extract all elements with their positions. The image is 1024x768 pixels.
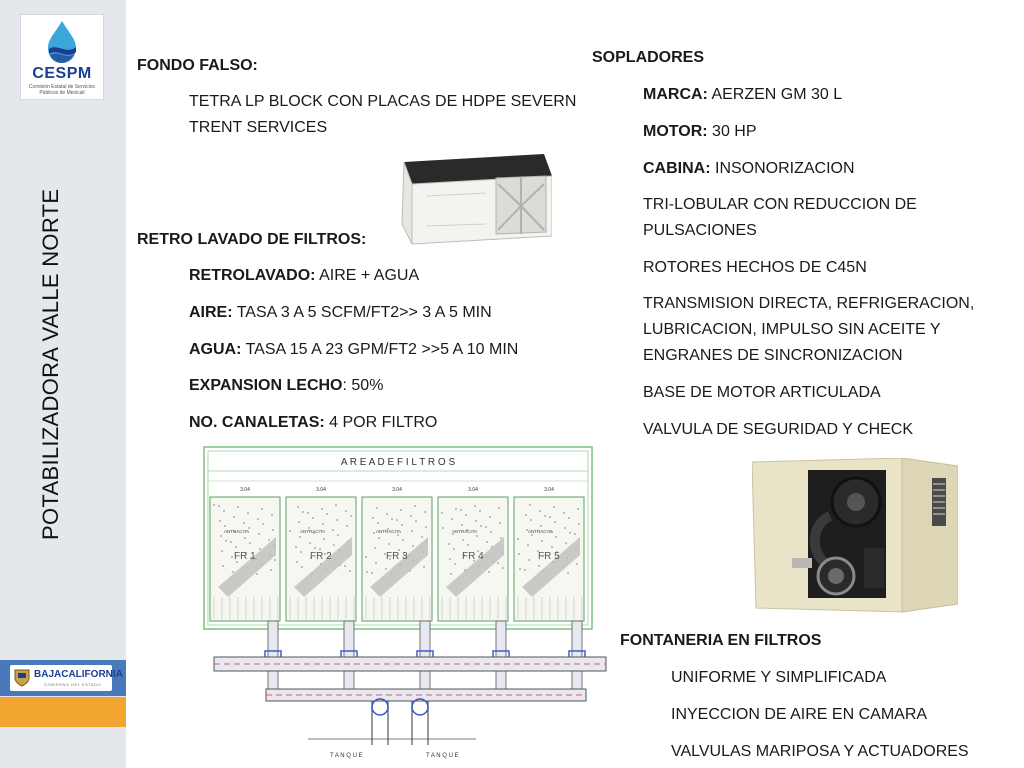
fondo-falso-line-2: TRENT SERVICES — [189, 119, 328, 136]
water-drop-icon — [48, 21, 76, 63]
drawing-title: A R E A D E F I L T R O S — [341, 457, 456, 468]
fontaneria-item-2: INYECCION DE AIRE EN CAMARA — [671, 706, 928, 723]
cabina-value: INSONORIZACION — [710, 160, 855, 177]
dimension-label: 3.04 — [468, 487, 478, 493]
shield-icon — [14, 669, 30, 687]
trilobular-line-2: PULSACIONES — [643, 222, 757, 239]
motor-label: MOTOR: — [643, 123, 708, 140]
agua-label: AGUA: — [189, 341, 242, 358]
canaletas-line: NO. CANALETAS: 4 POR FILTRO — [189, 410, 437, 436]
filter-label: FR 2 — [310, 551, 332, 562]
fondo-falso-heading: FONDO FALSO: — [137, 57, 258, 74]
cespm-logo: CESPM Comisión Estatal de Servicios Públ… — [20, 14, 104, 100]
baja-california-logo: BAJACALIFORNIA GOBIERNO DEL ESTADO — [10, 665, 123, 691]
agua-line: AGUA: TASA 15 A 23 GPM/FT2 >>5 A 10 MIN — [189, 337, 518, 363]
aire-label: AIRE: — [189, 304, 233, 321]
expansion-value: : 50% — [342, 377, 384, 394]
page-title: POTABILIZADORA VALLE NORTE — [38, 188, 63, 540]
blower-cabinet-image — [752, 458, 958, 613]
retrolavado-line: RETROLAVADO: AIRE + AGUA — [189, 263, 419, 289]
media-label: ANTRACITA — [528, 529, 553, 534]
transmision-line-1: TRANSMISION DIRECTA, REFRIGERACION, — [643, 295, 975, 312]
transmision-line-3: ENGRANES DE SINCRONIZACION — [643, 347, 903, 364]
canaletas-label: NO. CANALETAS: — [189, 414, 325, 431]
underdrain-block-image — [401, 154, 552, 245]
transmision-line-2: LUBRICACION, IMPULSO SIN ACEITE Y — [643, 321, 941, 338]
filter-label: FR 4 — [462, 551, 484, 562]
retrolavado-value: AIRE + AGUA — [315, 267, 420, 284]
sopladores-heading: SOPLADORES — [592, 49, 705, 66]
filter-label: FR 5 — [538, 551, 560, 562]
orange-accent-bar — [0, 697, 126, 727]
dimension-label: 3.04 — [240, 487, 250, 493]
cabina-line: CABINA: INSONORIZACION — [643, 156, 855, 182]
retrolavado-label: RETROLAVADO: — [189, 267, 316, 284]
filter-label: FR 3 — [386, 551, 408, 562]
logo-subtitle: Comisión Estatal de Servicios Públicos d… — [28, 84, 96, 96]
canaletas-value: 4 POR FILTRO — [324, 414, 438, 431]
dimension-label: 3.04 — [316, 487, 326, 493]
media-label: ANTRACITA — [376, 529, 401, 534]
fontaneria-item-1: UNIFORME Y SIMPLIFICADA — [671, 669, 887, 686]
expansion-line: EXPANSION LECHO: 50% — [189, 373, 383, 399]
sidebar: CESPM Comisión Estatal de Servicios Públ… — [0, 0, 126, 768]
marca-line: MARCA: AERZEN GM 30 L — [643, 82, 842, 108]
retro-lavado-heading: RETRO LAVADO DE FILTROS: — [137, 231, 367, 248]
base-line: BASE DE MOTOR ARTICULADA — [643, 384, 881, 401]
logo-name: CESPM — [32, 65, 92, 82]
fondo-falso-line-1: TETRA LP BLOCK CON PLACAS DE HDPE SEVERN — [189, 93, 577, 110]
agua-value: TASA 15 A 23 GPM/FT2 >>5 A 10 MIN — [241, 341, 519, 358]
footer-logo-bar: BAJACALIFORNIA GOBIERNO DEL ESTADO — [0, 660, 126, 696]
filter-label: FR 1 — [234, 551, 256, 562]
valvula-line: VALVULA DE SEGURIDAD Y CHECK — [643, 421, 914, 438]
motor-line: MOTOR: 30 HP — [643, 119, 757, 145]
media-label: ANTRACITA — [224, 529, 249, 534]
expansion-label: EXPANSION LECHO — [189, 377, 343, 394]
cabina-label: CABINA: — [643, 160, 711, 177]
marca-value: AERZEN GM 30 L — [707, 86, 843, 103]
footer-logo-subtitle: GOBIERNO DEL ESTADO — [44, 682, 102, 687]
dimension-label: 3.04 — [544, 487, 554, 493]
media-label: ANTRACITA — [452, 529, 477, 534]
motor-value: 30 HP — [707, 123, 757, 140]
tank-label-2: T A N Q U E — [426, 753, 459, 759]
marca-label: MARCA: — [643, 86, 708, 103]
trilobular-line-1: TRI-LOBULAR CON REDUCCION DE — [643, 196, 917, 213]
dimension-label: 3.04 — [392, 487, 402, 493]
tank-label-1: T A N Q U E — [330, 753, 363, 759]
aire-value: TASA 3 A 5 SCFM/FT2>> 3 A 5 MIN — [232, 304, 492, 321]
footer-logo-name: BAJACALIFORNIA — [34, 669, 123, 680]
aire-line: AIRE: TASA 3 A 5 SCFM/FT2>> 3 A 5 MIN — [189, 300, 492, 326]
rotores-line: ROTORES HECHOS DE C45N — [643, 259, 867, 276]
media-label: ANTRACITA — [300, 529, 325, 534]
fontaneria-item-3: VALVULAS MARIPOSA Y ACTUADORES — [671, 743, 969, 760]
fontaneria-heading: FONTANERIA EN FILTROS — [620, 632, 822, 649]
